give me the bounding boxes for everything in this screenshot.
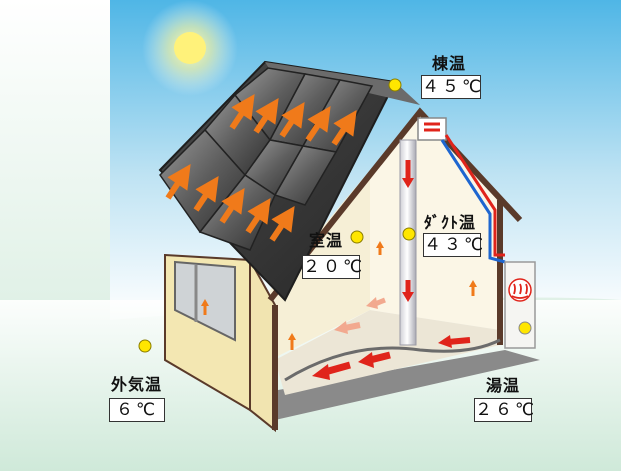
floor-airflow-arrows xyxy=(312,297,471,380)
room-temp-label: 室温 xyxy=(309,231,344,250)
water-tank xyxy=(504,261,536,349)
ridge-temp-label: 棟温 xyxy=(432,54,467,73)
cold-water-pipe xyxy=(440,139,506,264)
outside-temp-label: 外気温 xyxy=(111,375,163,394)
outside-temp-value: ６℃ xyxy=(109,398,165,422)
duct-temp-value: ４３℃ xyxy=(423,233,487,257)
water-temp-label: 湯温 xyxy=(486,376,521,395)
water-temp-value: ２６℃ xyxy=(474,398,538,422)
airflow-arrow-icon xyxy=(165,94,357,242)
house-floor-slab xyxy=(250,350,540,420)
hot-spring-icon xyxy=(508,278,532,302)
room-temp-value: ２０℃ xyxy=(302,255,366,279)
ridge-temp-value: ４５℃ xyxy=(421,75,485,99)
duct-temp-label: ﾀﾞｸﾄ温 xyxy=(424,213,477,232)
sensor-dot-icon xyxy=(138,78,416,353)
hot-water-pipe xyxy=(444,134,505,257)
sun-icon xyxy=(142,0,238,96)
